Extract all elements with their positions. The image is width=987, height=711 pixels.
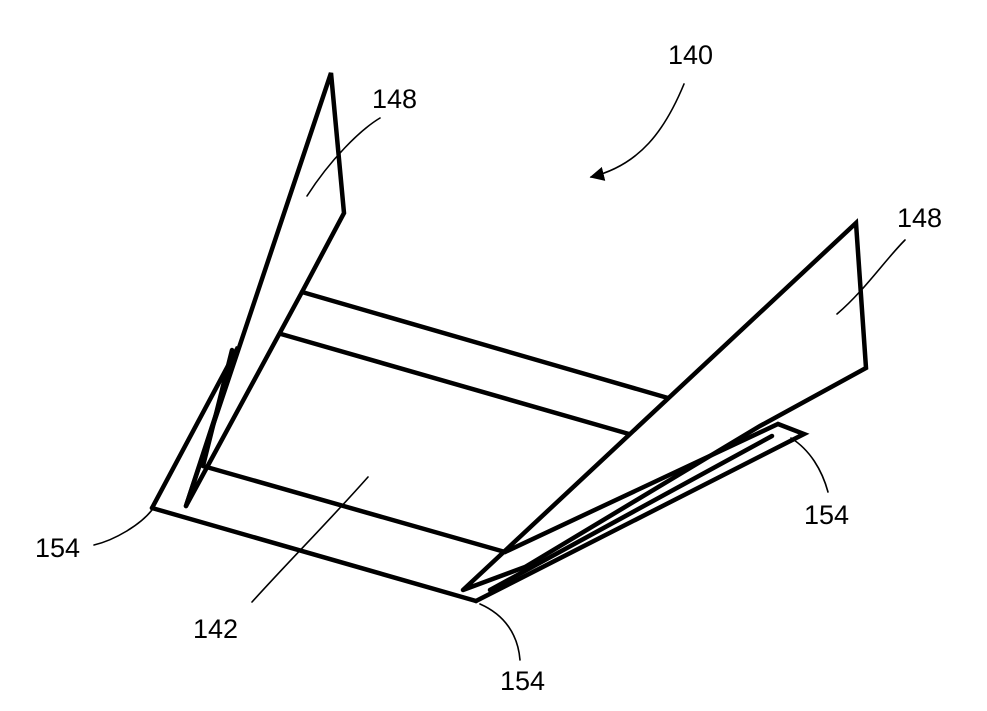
leader-assembly-arrow [591,84,684,177]
label-edge-right: 154 [804,500,849,530]
leader-lines [94,84,905,660]
label-flap-right: 148 [897,203,942,233]
base-panel-far-edge [302,292,668,398]
leader-flap-right [837,240,905,314]
right-flap-outline [463,223,866,590]
label-edge-bottom: 154 [500,666,545,696]
base-panel-bottom-edge [152,508,476,601]
leader-edge-bottom [480,604,520,660]
right-flap [463,223,866,601]
base-panel [152,292,668,601]
base-panel-fold-line-lower [203,466,505,552]
leader-edge-right [791,438,828,492]
right-flap-tab-crease [490,436,772,590]
base-panel-fold-line-upper [281,334,629,434]
reference-numerals: 140 148 148 142 154 154 154 [35,40,942,696]
label-base-panel: 142 [193,614,238,644]
right-flap-tab [476,424,804,601]
label-edge-left: 154 [35,533,80,563]
label-flap-left: 148 [372,84,417,114]
label-assembly: 140 [668,40,713,70]
leader-edge-left [94,510,152,545]
left-flap [152,73,344,508]
